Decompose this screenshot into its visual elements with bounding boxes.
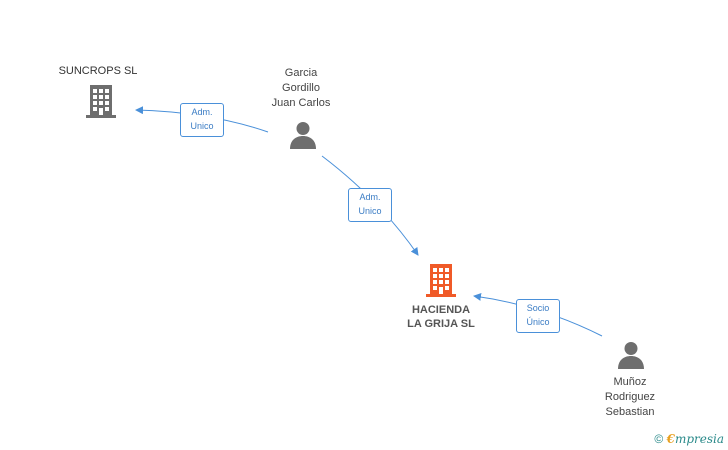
- person-munoz-label: Muñoz Rodriguez Sebastian: [604, 376, 656, 418]
- role-badge-adm-unico[interactable]: Adm. Unico: [348, 188, 392, 222]
- empresia-logo: €mpresia: [666, 432, 724, 446]
- building-icon[interactable]: [84, 83, 118, 119]
- person-icon[interactable]: [616, 340, 646, 370]
- role-badge-socio-unico[interactable]: Socio Único: [516, 299, 560, 333]
- copyright-symbol: ©: [654, 432, 664, 446]
- person-icon[interactable]: [288, 120, 318, 150]
- main-company-label: HACIENDA LA GRIJA SL: [407, 304, 475, 330]
- building-icon[interactable]: [424, 262, 458, 298]
- role-badge-adm-unico[interactable]: Adm. Unico: [180, 103, 224, 137]
- empresia-watermark: © €mpresia: [654, 432, 724, 446]
- suncrops-label: SUNCROPS SL: [58, 65, 138, 77]
- person-garcia-label: Garcia Gordillo Juan Carlos: [271, 67, 331, 109]
